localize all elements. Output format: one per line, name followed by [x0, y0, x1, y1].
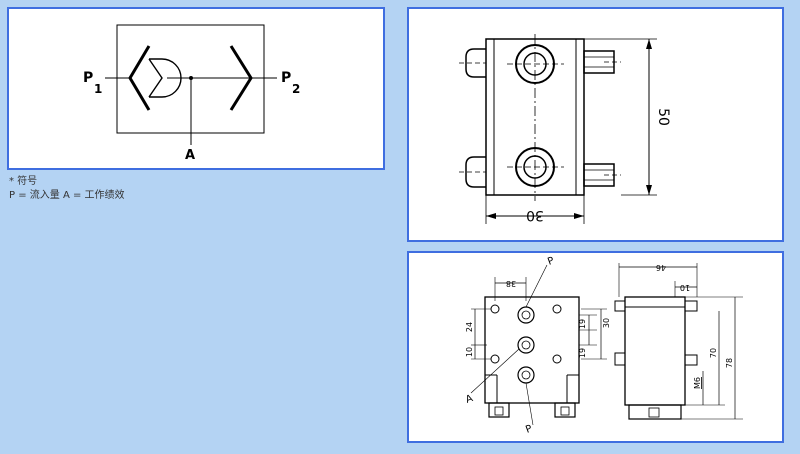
side-base	[628, 404, 682, 420]
front-view: 38 24 10 19 19 30 P A P	[464, 255, 611, 435]
right-seat	[229, 45, 253, 111]
side-left-boss	[614, 300, 626, 312]
left-tab-bottom	[465, 156, 486, 188]
side-view: 46 10 70 78 M6	[614, 263, 743, 420]
front-foot-left-hole	[494, 406, 504, 416]
leader-p-bottom	[525, 382, 534, 426]
dim-10-side-label: 10	[680, 283, 690, 292]
dim-10-label: 10	[465, 347, 474, 357]
port-hole-a	[517, 336, 535, 354]
mount-hole	[552, 304, 562, 314]
valve-body	[485, 38, 585, 196]
port-a-label: A	[464, 393, 474, 406]
valve-symbol-diagram: P 1 P 2 A	[83, 24, 300, 163]
port-hole-a-inner	[521, 340, 531, 350]
dim-arrow	[646, 185, 652, 195]
front-body	[484, 296, 580, 404]
front-foot-right	[554, 402, 576, 418]
port-hole-p-bottom	[517, 366, 535, 384]
p2-label: P	[281, 70, 291, 86]
port-hole-p-top	[517, 306, 535, 324]
a-label: A	[185, 148, 195, 163]
p1-subscript: 1	[94, 82, 102, 96]
top-view-drawing: 50 30	[459, 34, 671, 224]
left-seat	[128, 45, 151, 111]
side-top-pin	[684, 300, 698, 312]
dim-arrow	[574, 213, 584, 219]
dim-arrow	[646, 39, 652, 49]
port-p-bottom-label: P	[524, 423, 533, 435]
side-top-flange	[624, 296, 686, 308]
junction-dot	[189, 76, 193, 80]
dim-arrow	[486, 213, 496, 219]
mount-hole	[552, 354, 562, 364]
p2-subscript: 2	[292, 82, 300, 96]
dim-46-label: 46	[656, 263, 666, 272]
mounting-drawing: 38 24 10 19 19 30 P A P	[464, 255, 743, 436]
port-p-top-label: P	[546, 255, 555, 267]
leader-p-top	[525, 264, 548, 308]
dim-24-label: 24	[465, 322, 474, 332]
dim-70-label: 70	[709, 348, 718, 358]
symbol-note: * 符号	[9, 176, 38, 187]
dim-30-label: 30	[602, 318, 611, 328]
top-view-drawing-panel: 50 30	[407, 7, 784, 242]
dim-height-label: 50	[655, 108, 671, 126]
right-pin-bottom	[583, 163, 615, 187]
left-tab-top	[465, 48, 486, 78]
dim-38-label: 38	[506, 279, 516, 288]
leader-a	[470, 348, 520, 394]
right-pin-top	[583, 50, 615, 74]
front-foot-left	[488, 402, 510, 418]
side-base-hole	[648, 407, 660, 418]
port-hole-p-top-inner	[521, 310, 531, 320]
symbol-panel: P 1 P 2 A	[7, 7, 385, 170]
left-ball	[149, 58, 182, 98]
mount-hole	[490, 354, 500, 364]
port-hole-p-bottom-inner	[521, 370, 531, 380]
dim-78-label: 78	[725, 358, 734, 368]
side-body	[624, 296, 686, 406]
dim-19a-label: 19	[578, 319, 587, 329]
dim-width-label: 30	[526, 207, 544, 223]
port-legend-note: P = 流入量 A = 工作绩效	[9, 190, 125, 201]
p1-label: P	[83, 70, 93, 86]
side-left-port	[614, 352, 626, 366]
left-ball-inner	[148, 58, 163, 98]
front-foot-right-hole	[560, 406, 570, 416]
dim-19b-label: 19	[578, 348, 587, 358]
mounting-drawing-panel: 38 24 10 19 19 30 P A P	[407, 251, 784, 443]
side-bottom-pin	[684, 354, 698, 366]
dim-m6-label: M6	[693, 377, 702, 389]
mount-hole	[490, 304, 500, 314]
